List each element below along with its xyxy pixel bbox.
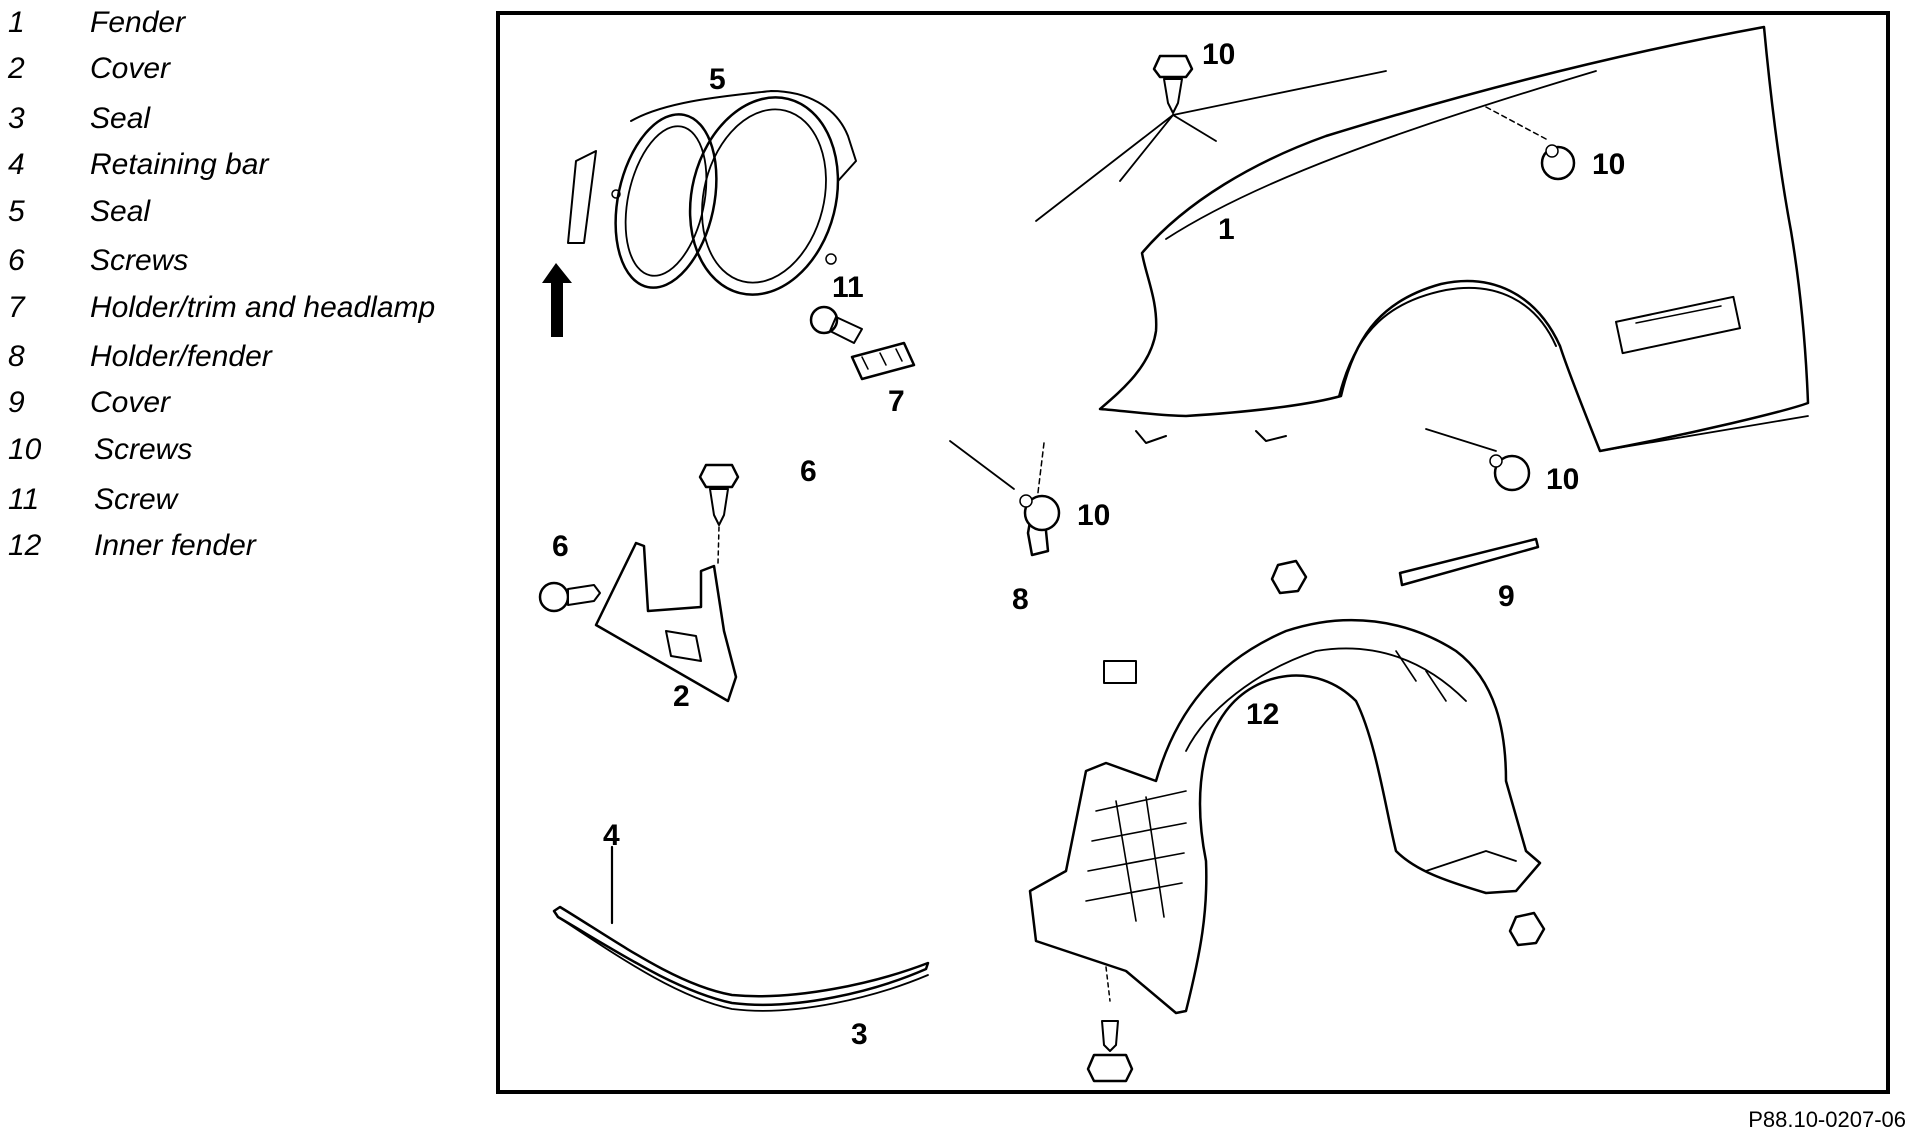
screw-10-top xyxy=(1035,54,1387,222)
legend-label: Holder/fender xyxy=(90,340,272,373)
screw-bottom-part xyxy=(1086,966,1134,1083)
legend-item: 7 Holder/trim and headlamp xyxy=(8,285,435,331)
legend-item: 6 Screws xyxy=(8,238,188,284)
callout-7: 7 xyxy=(888,385,905,418)
legend-number: 6 xyxy=(8,244,25,277)
legend-item: 5 Seal xyxy=(8,189,150,235)
legend-number: 11 xyxy=(8,483,40,516)
legend-item: 9 Cover xyxy=(8,380,170,426)
legend-label: Screws xyxy=(94,433,193,466)
legend-number: 7 xyxy=(8,291,25,324)
legend-label: Cover xyxy=(90,52,171,85)
legend-number: 3 xyxy=(8,102,25,135)
nut-bottom-part xyxy=(1508,911,1546,947)
legend-item: 12 Inner fender xyxy=(8,523,256,569)
callout-2: 2 xyxy=(673,680,690,713)
legend-label: Inner fender xyxy=(94,529,256,562)
cover-strip-part xyxy=(1398,537,1540,587)
screw-11-part xyxy=(809,305,863,344)
legend-label: Retaining bar xyxy=(90,148,269,181)
legend-item: 1 Fender xyxy=(8,0,185,46)
arrow-up-icon xyxy=(542,263,572,337)
inner-fender-part xyxy=(1028,618,1542,1015)
legend-label: Cover xyxy=(90,386,171,419)
screw-10-right xyxy=(1485,106,1576,181)
legend-label: Screw xyxy=(94,483,178,516)
seal-strip-part xyxy=(552,845,930,1012)
legend-item: 3 Seal xyxy=(8,96,150,142)
legend-item: 11 Screw xyxy=(8,477,177,523)
callout-10-top: 10 xyxy=(1202,38,1235,71)
callout-8: 8 xyxy=(1012,583,1029,616)
callout-4: 4 xyxy=(603,819,620,852)
cover-part xyxy=(594,541,738,703)
callout-10-mid: 10 xyxy=(1077,499,1110,532)
screw-6-vertical xyxy=(698,463,740,564)
screw-10-lower-right xyxy=(1425,428,1531,492)
legend-number: 12 xyxy=(8,529,42,562)
headlamp-seal-part xyxy=(567,90,857,296)
legend-label: Seal xyxy=(90,195,151,228)
legend-item: 4 Retaining bar xyxy=(8,142,268,188)
callout-9: 9 xyxy=(1498,580,1515,613)
clip-part xyxy=(1103,660,1137,684)
callout-5: 5 xyxy=(709,63,726,96)
legend-item: 10 Screws xyxy=(8,427,192,473)
legend-label: Screws xyxy=(90,244,189,277)
fender-part xyxy=(1098,25,1810,453)
legend-label: Holder/trim and headlamp xyxy=(90,291,436,324)
callout-6-left: 6 xyxy=(552,530,569,563)
legend-label: Seal xyxy=(90,102,151,135)
screw-10-mid xyxy=(949,440,1061,532)
screw-6-horizontal xyxy=(538,581,601,613)
legend-number: 5 xyxy=(8,195,25,228)
legend-number: 10 xyxy=(8,433,42,466)
legend-item: 8 Holder/fender xyxy=(8,334,272,380)
legend-number: 4 xyxy=(8,148,25,181)
callout-1: 1 xyxy=(1218,213,1235,246)
legend-label: Fender xyxy=(90,6,186,39)
callout-3: 3 xyxy=(851,1018,868,1051)
holder-trim-part xyxy=(850,341,916,381)
legend-number: 8 xyxy=(8,340,25,373)
exploded-diagram: 1 2 3 4 5 6 6 7 8 9 10 10 10 10 11 12 xyxy=(538,25,1810,1083)
nut-top-part xyxy=(1270,559,1308,595)
legend-item: 2 Cover xyxy=(8,46,170,92)
callout-10-lower-right: 10 xyxy=(1546,463,1579,496)
figure-code: P88.10-0207-06 xyxy=(1748,1107,1906,1132)
callout-6-top: 6 xyxy=(800,455,817,488)
legend-number: 2 xyxy=(8,52,25,85)
callout-10-right: 10 xyxy=(1592,148,1625,181)
legend-number: 9 xyxy=(8,386,25,419)
callout-11: 11 xyxy=(832,271,864,304)
callout-12: 12 xyxy=(1246,698,1279,731)
legend-number: 1 xyxy=(8,6,25,39)
exploded-diagram-frame: 1 2 3 4 5 6 6 7 8 9 10 10 10 10 11 12 xyxy=(496,11,1890,1094)
